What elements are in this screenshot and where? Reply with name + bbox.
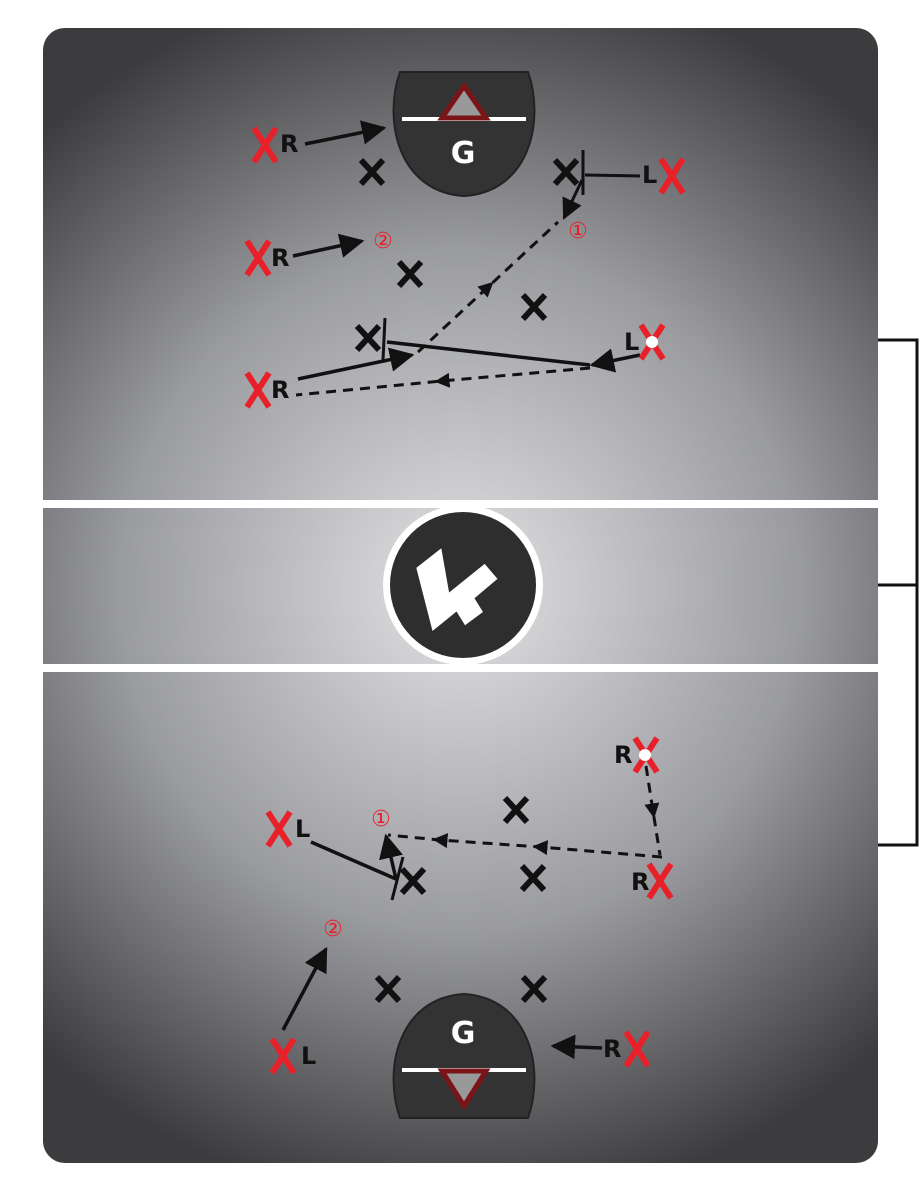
top-goal-crease: G xyxy=(392,71,536,198)
hand-label: R xyxy=(271,244,289,272)
ball-icon xyxy=(646,336,658,348)
hand-label: R xyxy=(271,376,289,404)
bracket xyxy=(878,338,919,847)
bottom-goal-crease: G xyxy=(392,992,536,1119)
goalie-label: G xyxy=(451,1016,476,1051)
center-logo xyxy=(383,505,543,665)
goal-icon xyxy=(437,81,491,121)
step-1-marker: ① xyxy=(568,219,588,244)
hand-label: L xyxy=(624,328,639,356)
hand-label: L xyxy=(642,161,657,189)
bottom-play-lines xyxy=(281,765,663,1060)
top-play-lines xyxy=(292,120,641,397)
hand-label: R xyxy=(631,868,649,896)
hand-label: R xyxy=(614,741,632,769)
hand-label: R xyxy=(280,130,298,158)
ball-icon xyxy=(639,749,651,761)
hand-label: L xyxy=(301,1042,316,1070)
step-1-marker: ① xyxy=(371,807,391,832)
step-2-marker: ② xyxy=(373,229,393,254)
restraining-line-top xyxy=(43,500,878,508)
restraining-line-bottom xyxy=(43,664,878,672)
hand-label: R xyxy=(603,1035,621,1063)
step-2-marker: ② xyxy=(323,917,343,942)
hand-label: L xyxy=(295,815,310,843)
goal-icon xyxy=(437,1068,491,1111)
goalie-label: G xyxy=(451,136,476,171)
